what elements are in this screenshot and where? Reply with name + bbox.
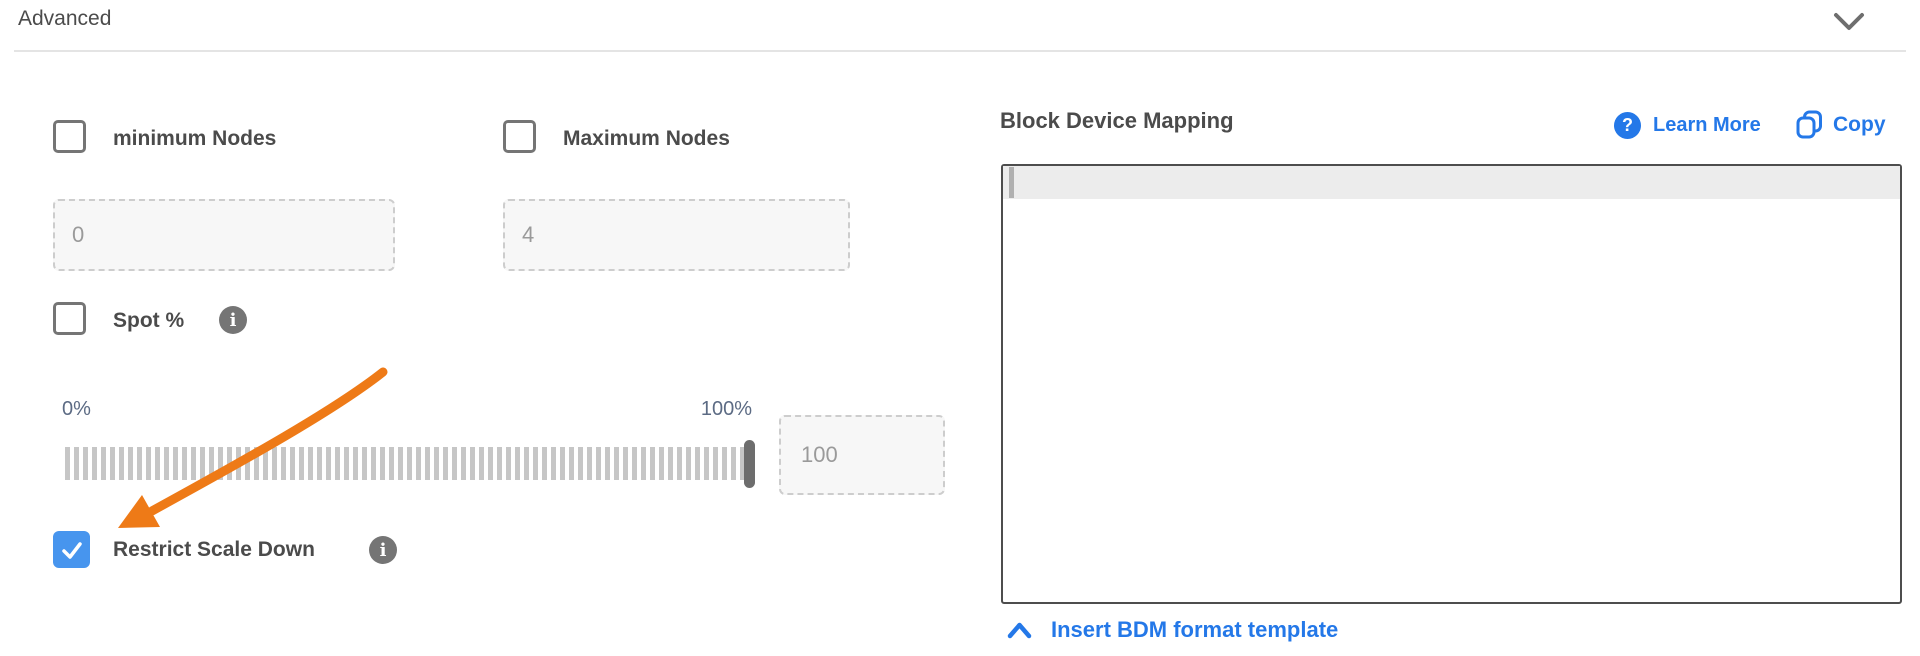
maximum-nodes-input[interactable] [503,199,850,271]
restrict-scale-down-label: Restrict Scale Down [113,538,315,561]
bdm-title: Block Device Mapping [1000,108,1234,133]
info-glyph: i [229,309,237,331]
copy-button[interactable]: Copy [1796,110,1886,139]
learn-more-label: Learn More [1653,114,1761,136]
orange-arrow-annotation [118,367,388,528]
spot-info-icon[interactable]: i [219,306,247,334]
copy-icon [1796,110,1822,139]
slider-min-label: 0% [62,398,91,420]
chevron-up-icon [1007,622,1032,638]
spot-percent-slider-handle[interactable] [744,440,755,488]
info-glyph: i [379,539,387,561]
chevron-down-icon[interactable] [1833,11,1865,33]
bdm-editor[interactable] [1001,164,1902,604]
maximum-nodes-label: Maximum Nodes [563,127,730,150]
checkmark-icon [61,541,82,559]
insert-bdm-template-label: Insert BDM format template [1051,617,1339,642]
slider-max-label: 100% [700,398,752,420]
section-title: Advanced [18,7,112,30]
insert-bdm-template-link[interactable]: Insert BDM format template [1006,617,1338,643]
minimum-nodes-label: minimum Nodes [113,127,277,150]
spot-percent-checkbox[interactable] [53,302,86,335]
spot-percent-value-input[interactable] [779,415,945,495]
editor-cursor [1009,167,1014,198]
editor-active-line [1003,166,1900,199]
learn-more-button[interactable]: ? Learn More [1614,112,1761,139]
section-divider [14,50,1906,52]
restrict-info-icon[interactable]: i [369,536,397,564]
question-circle-icon: ? [1614,112,1641,139]
copy-label: Copy [1833,112,1886,136]
maximum-nodes-checkbox[interactable] [503,120,536,153]
spot-percent-slider-track[interactable] [65,447,752,480]
spot-percent-label: Spot % [113,309,185,332]
restrict-scale-down-checkbox[interactable] [53,531,90,568]
minimum-nodes-checkbox[interactable] [53,120,86,153]
minimum-nodes-input[interactable] [53,199,395,271]
